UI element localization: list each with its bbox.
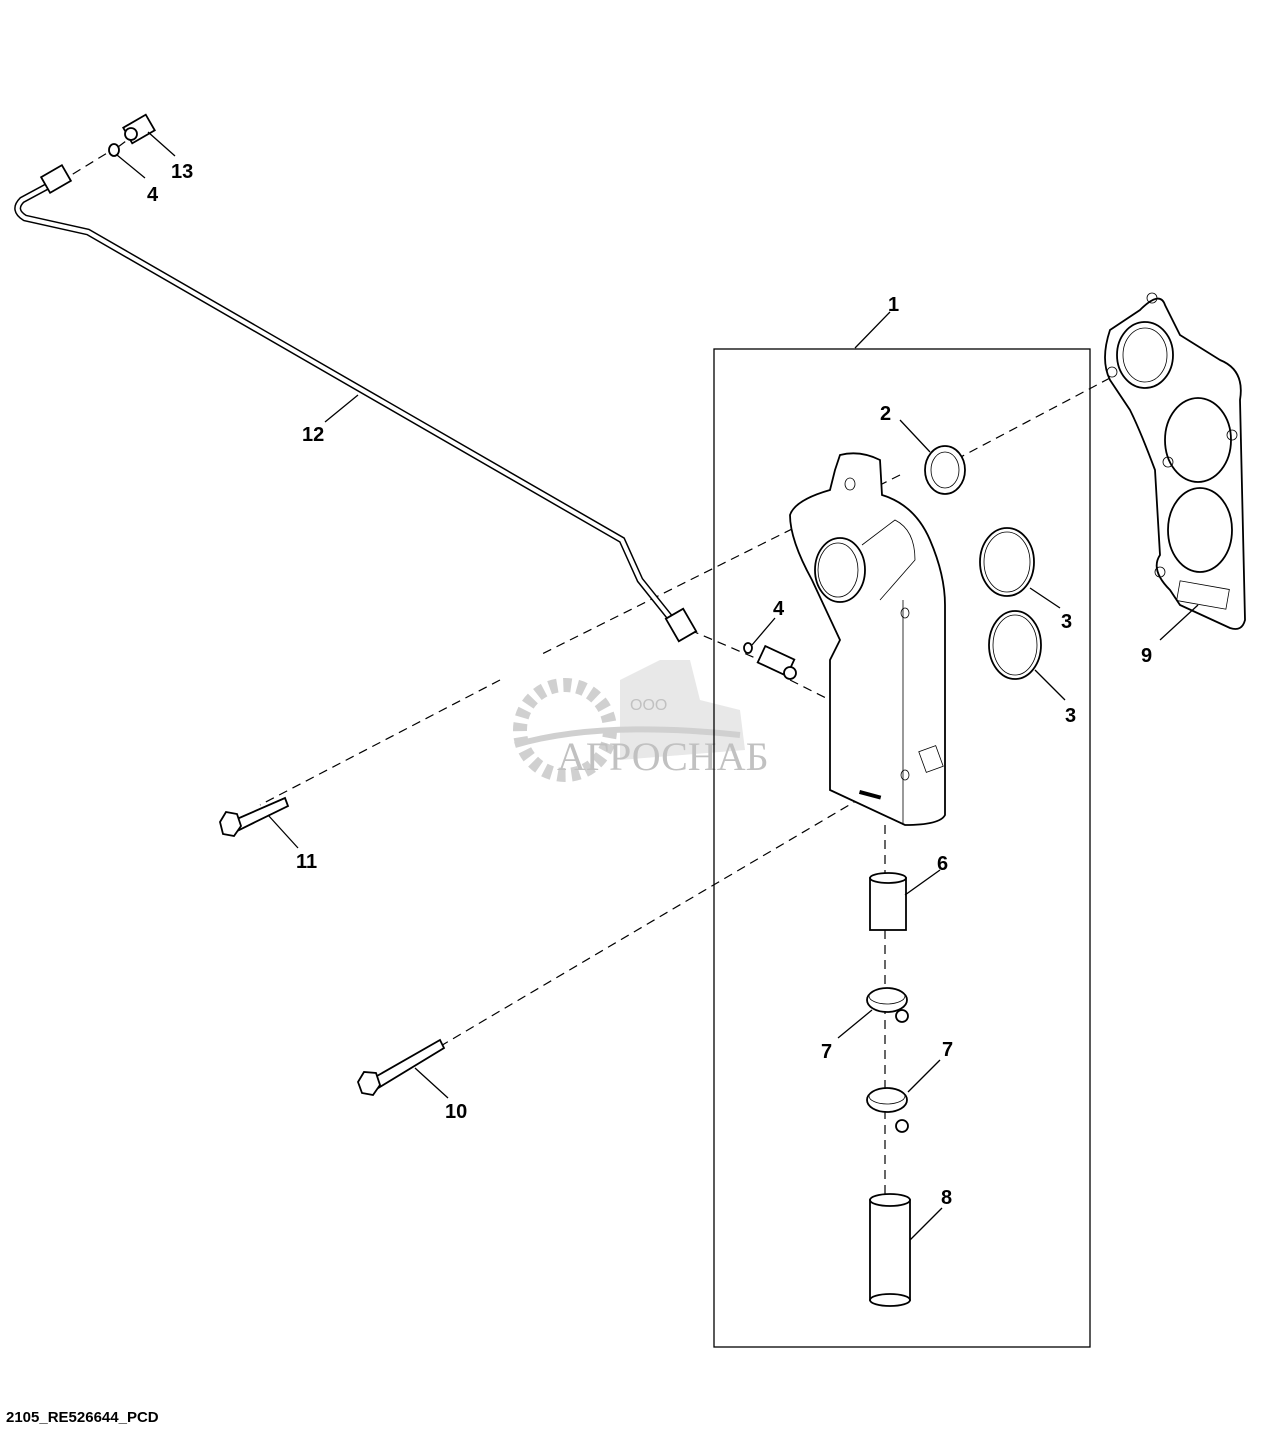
o-ring-3-upper	[979, 527, 1035, 597]
callout-4-top: 4	[147, 184, 159, 206]
sleeve-6	[869, 872, 907, 931]
part-number-stamp	[858, 789, 882, 800]
agrosnab-watermark: ООО АГРОСНАБ	[513, 660, 769, 782]
gasket-9	[1104, 292, 1246, 630]
callout-7-upper: 7	[821, 1041, 832, 1063]
bolt-11	[219, 796, 290, 837]
fitting-13	[122, 113, 156, 145]
o-ring-3-lower	[988, 610, 1042, 680]
hose-8	[869, 1193, 911, 1307]
callout-9: 9	[1141, 645, 1152, 667]
fitting-union	[756, 644, 797, 680]
callout-13: 13	[171, 161, 193, 183]
hose-clamp-7-upper	[866, 987, 909, 1023]
callout-6: 6	[937, 853, 948, 875]
callout-12: 12	[302, 424, 324, 446]
assembly-box	[713, 348, 1091, 1348]
callout-3-upper: 3	[1061, 611, 1072, 633]
leader-lines	[116, 131, 1199, 1241]
watermark-name: АГРОСНАБ	[557, 734, 769, 779]
washer-4-top	[108, 143, 120, 157]
washer-4	[743, 642, 753, 654]
hose-clamp-7-lower	[866, 1087, 909, 1133]
callout-3-lower: 3	[1065, 705, 1076, 727]
thermostat-housing	[789, 452, 946, 826]
callout-1: 1	[888, 294, 899, 316]
watermark-prefix: ООО	[630, 697, 667, 714]
callout-2: 2	[880, 403, 891, 425]
callout-10: 10	[445, 1101, 467, 1123]
diagram-code: 2105_RE526644_PCD	[6, 1409, 159, 1426]
fuel-line-pipe	[14, 163, 698, 643]
callout-11: 11	[296, 851, 317, 873]
seal-ring-2	[924, 445, 966, 495]
callout-7-lower: 7	[942, 1039, 953, 1061]
bolt-10	[357, 1038, 446, 1096]
callout-8: 8	[941, 1187, 952, 1209]
callout-4-housing: 4	[773, 598, 785, 620]
